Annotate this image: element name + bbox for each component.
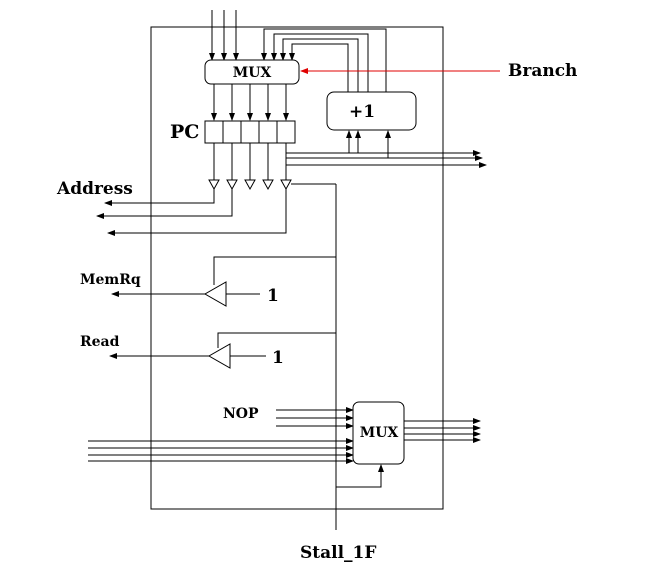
stall-control: Stall_1F bbox=[213, 184, 384, 563]
mux-bottom: NOP MUX bbox=[88, 401, 481, 465]
stage-boundary bbox=[150, 26, 444, 510]
pc-register: PC bbox=[170, 120, 296, 144]
mux-top: MUX bbox=[204, 59, 300, 85]
stall-label: Stall_1F bbox=[300, 543, 376, 563]
nop-label: NOP bbox=[223, 406, 259, 422]
incrementer-label: +1 bbox=[349, 102, 375, 122]
mux-to-pc-wires bbox=[211, 84, 289, 121]
branch-signal: Branch bbox=[300, 61, 577, 81]
pc-output-wires bbox=[213, 130, 487, 180]
mux-bottom-label: MUX bbox=[360, 425, 399, 441]
memrq-buffer: MemRq 1 bbox=[80, 272, 279, 307]
address-buffers bbox=[208, 179, 336, 191]
mux-top-inputs bbox=[209, 10, 239, 61]
memrq-label: MemRq bbox=[80, 272, 141, 288]
address-outputs: Address bbox=[56, 179, 287, 236]
read-label: Read bbox=[80, 334, 120, 350]
pc-label: PC bbox=[170, 121, 199, 143]
branch-label: Branch bbox=[508, 61, 577, 81]
read-buffer: Read 1 bbox=[80, 334, 284, 369]
incrementer: +1 bbox=[326, 91, 417, 131]
memrq-const: 1 bbox=[267, 286, 279, 306]
address-label: Address bbox=[56, 179, 133, 199]
read-const: 1 bbox=[272, 348, 284, 368]
incrementer-feedback-wires bbox=[261, 28, 387, 92]
mux-top-label: MUX bbox=[233, 65, 272, 81]
